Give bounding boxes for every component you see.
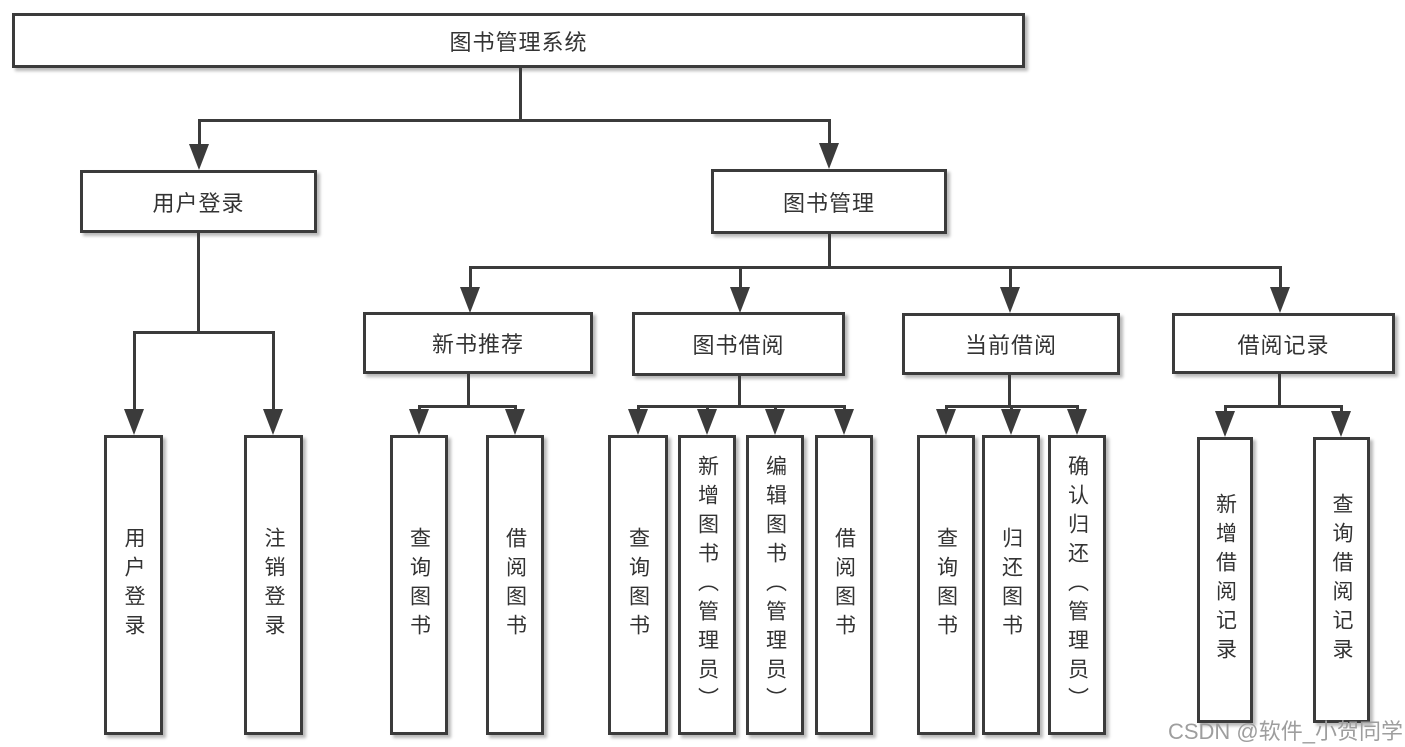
connector-line (469, 266, 1282, 269)
leaf-logout: 注销登录 (244, 435, 303, 735)
connector-line (637, 405, 845, 408)
connector-line (133, 331, 275, 334)
node-book-borrowing: 图书借阅 (632, 312, 845, 376)
connector-line (197, 231, 200, 333)
connector-arrowhead (834, 409, 854, 435)
node-label: 查询借阅记录 (1330, 493, 1353, 667)
connector-line (1278, 372, 1281, 408)
connector-line (738, 374, 741, 408)
connector-arrowhead (1331, 411, 1351, 437)
node-user-login: 用户登录 (80, 170, 317, 233)
connector-arrowhead (819, 143, 839, 169)
connector-arrowhead (628, 409, 648, 435)
node-label: 查询图书 (407, 527, 431, 643)
connector-line (1340, 405, 1343, 414)
connector-line (198, 119, 201, 147)
watermark: CSDN @软件_小贺同学 (1167, 719, 1403, 744)
connector-line (1224, 405, 1342, 408)
connector-line (1224, 405, 1227, 414)
connector-arrowhead (1001, 409, 1021, 435)
connector-arrowhead (124, 409, 144, 435)
connector-arrowhead (1000, 287, 1020, 313)
node-label: 当前借阅 (964, 333, 1057, 358)
connector-arrowhead (1067, 409, 1087, 435)
node-book-management: 图书管理 (711, 169, 947, 234)
node-borrowing-records: 借阅记录 (1172, 313, 1395, 374)
node-label: 新增借阅记录 (1213, 493, 1237, 667)
node-label: 查询图书 (626, 527, 650, 643)
node-label: 图书管理 (782, 190, 875, 216)
connector-arrowhead (765, 409, 785, 435)
leaf-add-book-admin: 新增图书（管理员） (678, 435, 736, 735)
node-label: 借阅记录 (1237, 332, 1330, 358)
node-label: 新书推荐 (431, 332, 524, 357)
leaf-query-books-borrowing: 查询图书 (608, 435, 668, 735)
node-label: 查询图书 (934, 527, 958, 643)
connector-arrowhead (409, 409, 429, 435)
node-root: 图书管理系统 (12, 13, 1025, 68)
node-label: 新增图书（管理员） (695, 454, 719, 716)
connector-line (828, 119, 831, 146)
node-label: 图书管理系统 (449, 29, 588, 55)
connector-line (828, 232, 831, 269)
connector-arrowhead (505, 409, 525, 435)
connector-line (272, 331, 275, 411)
connector-arrowhead (1215, 411, 1235, 437)
connector-arrowhead (697, 409, 717, 435)
connector-line (1009, 266, 1012, 289)
leaf-edit-book-admin: 编辑图书（管理员） (746, 435, 804, 735)
node-new-book-recommendation: 新书推荐 (363, 312, 593, 374)
node-current-borrowing: 当前借阅 (902, 313, 1120, 375)
node-label: 用户登录 (152, 190, 245, 216)
connector-arrowhead (730, 287, 750, 313)
leaf-query-books-current: 查询图书 (917, 435, 975, 735)
connector-arrowhead (263, 409, 283, 435)
connector-arrowhead (936, 409, 956, 435)
connector-arrowhead (460, 287, 480, 313)
leaf-query-books-recommend: 查询图书 (390, 435, 448, 735)
leaf-confirm-return-admin: 确认归还（管理员） (1048, 435, 1106, 735)
node-label: 借阅图书 (832, 527, 856, 643)
leaf-return-books: 归还图书 (982, 435, 1040, 735)
leaf-borrow-books-borrowing: 借阅图书 (815, 435, 873, 735)
connector-arrowhead (189, 144, 209, 170)
node-label: 编辑图书（管理员） (763, 454, 787, 716)
node-label: 图书借阅 (692, 333, 785, 358)
connector-line (133, 331, 136, 411)
connector-line (418, 405, 517, 408)
node-label: 借阅图书 (503, 527, 527, 643)
node-label: 注销登录 (262, 527, 285, 643)
connector-line (739, 266, 742, 289)
leaf-add-borrow-record: 新增借阅记录 (1197, 437, 1253, 723)
node-label: 归还图书 (999, 527, 1023, 643)
connector-line (1279, 266, 1282, 289)
connector-line (469, 266, 472, 289)
leaf-borrow-books-recommend: 借阅图书 (486, 435, 544, 735)
connector-line (467, 372, 470, 408)
node-label: 确认归还（管理员） (1065, 454, 1089, 716)
leaf-query-borrow-record: 查询借阅记录 (1313, 437, 1370, 723)
connector-line (198, 119, 831, 122)
connector-line (1008, 373, 1011, 408)
leaf-user-login: 用户登录 (104, 435, 163, 735)
node-label: 用户登录 (122, 527, 145, 643)
connector-arrowhead (1270, 287, 1290, 313)
connector-line (519, 65, 522, 121)
